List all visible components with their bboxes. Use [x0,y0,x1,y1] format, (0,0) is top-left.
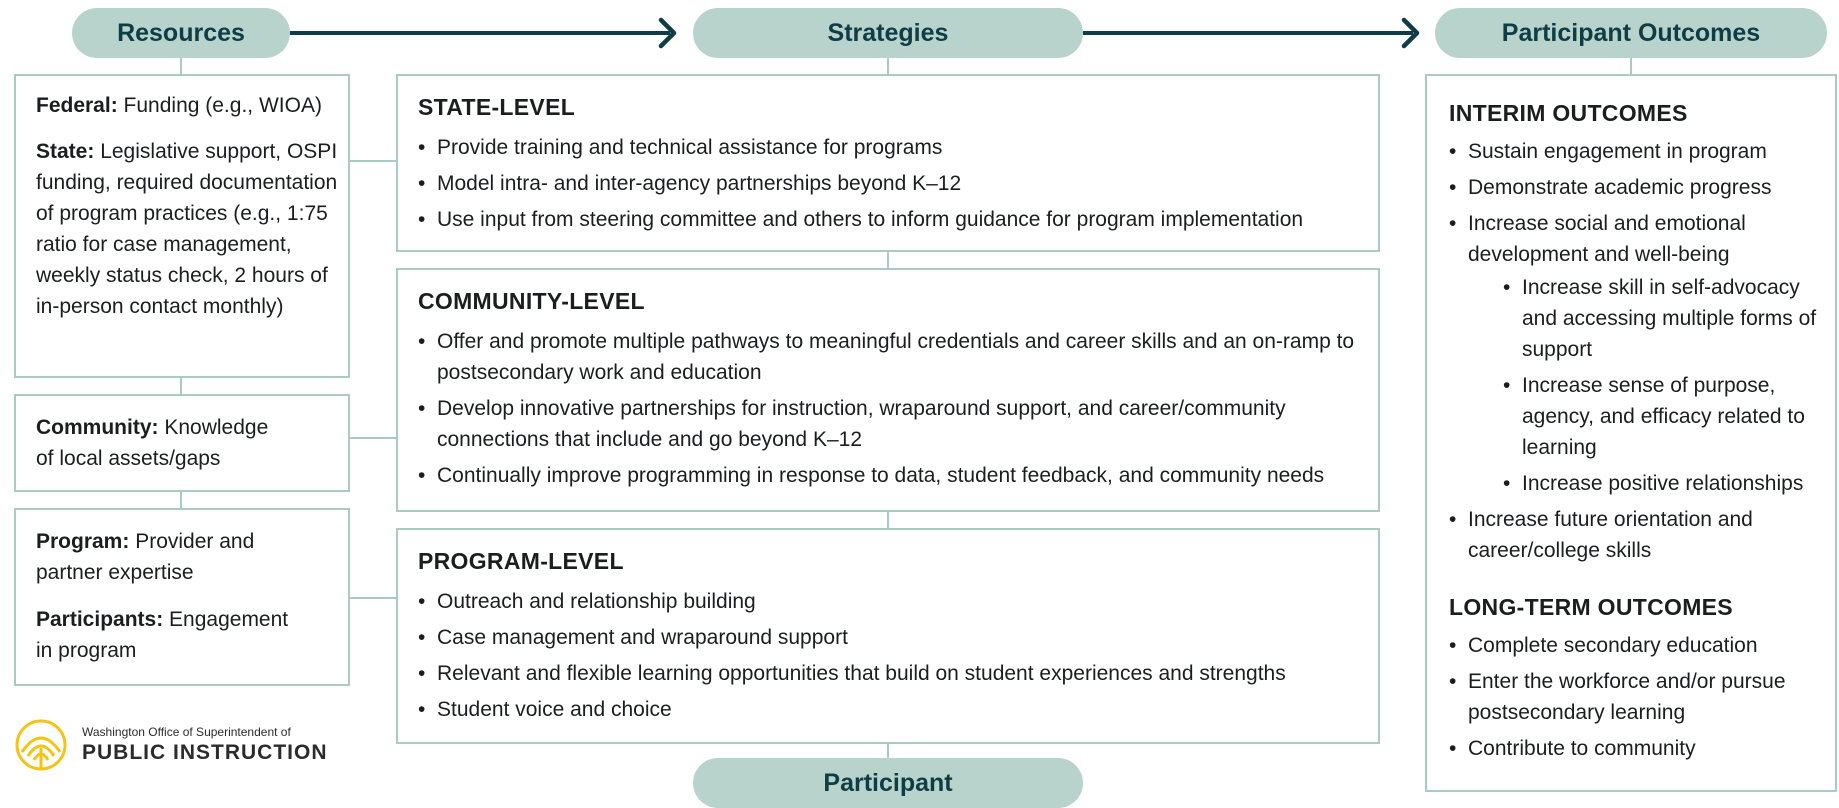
sub-list-item: Increase sense of purpose, agency, and e… [1503,370,1823,463]
strategy-community-title: COMMUNITY-LEVEL [418,288,645,314]
arrowhead-right-icon [658,17,677,49]
list-item: Relevant and flexible learning opportuni… [418,658,1364,689]
ospi-logo: Washington Office of Superintendent of P… [14,718,328,772]
resource-program-text: Provider and partner expertise [36,530,255,584]
resource-federal: Federal: Funding (e.g., WIOA) [36,90,340,121]
strategy-state-title: STATE-LEVEL [418,94,576,120]
arrowhead-right-icon [1401,17,1420,49]
list-item-text: Increase social and emotional developmen… [1468,212,1746,266]
logo-text: Washington Office of Superintendent of P… [82,725,328,765]
interim-outcomes-list: Sustain engagement in program Demonstrat… [1449,136,1823,571]
resource-community: Community: Knowledge of local assets/gap… [36,412,288,474]
connector [350,437,396,439]
connector [1630,58,1632,74]
list-item: Contribute to community [1449,733,1823,764]
longterm-outcomes-list: Complete secondary education Enter the w… [1449,630,1823,769]
list-item: Increase social and emotional developmen… [1449,208,1823,499]
footer-participant: Participant [693,758,1083,808]
list-item: Student voice and choice [418,694,1364,725]
sub-list-item: Increase positive relationships [1503,468,1823,499]
header-outcomes-label: Participant Outcomes [1501,18,1761,47]
resource-state: State: Legislative support, OSPI funding… [36,136,340,322]
strategy-box-program: PROGRAM-LEVEL Outreach and relationship … [396,528,1380,744]
list-item: Continually improve programming in respo… [418,460,1364,491]
connector [350,160,396,162]
ospi-seal-icon [15,719,67,771]
resource-participants-label: Participants: [36,608,164,631]
list-item: Provide training and technical assistanc… [418,132,1364,163]
connector [180,378,182,394]
sub-list-item: Increase skill in self-advocacy and acce… [1503,272,1823,365]
strategy-box-community: COMMUNITY-LEVEL Offer and promote multip… [396,268,1380,512]
list-item: Complete secondary education [1449,630,1823,661]
outcomes-box: INTERIM OUTCOMES Sustain engagement in p… [1425,74,1837,792]
strategy-community-list: Offer and promote multiple pathways to m… [418,326,1364,496]
strategy-state-list: Provide training and technical assistanc… [418,132,1364,240]
header-resources-label: Resources [117,18,245,47]
list-item: Outreach and relationship building [418,586,1364,617]
list-item: Offer and promote multiple pathways to m… [418,326,1364,388]
list-item: Case management and wraparound support [418,622,1364,653]
resource-federal-text: Funding (e.g., WIOA) [117,94,322,117]
header-strategies: Strategies [693,8,1083,58]
footer-participant-label: Participant [823,768,953,797]
resource-community-text: Knowledge of local assets/gaps [36,416,269,470]
logo-line2: PUBLIC INSTRUCTION [82,741,328,764]
connector [180,492,182,508]
header-strategies-label: Strategies [827,18,949,47]
list-item: Enter the workforce and/or pursue postse… [1449,666,1823,728]
arrow-resources-to-strategies [290,31,670,35]
resource-federal-label: Federal: [36,94,118,117]
resource-program: Program: Provider and partner expertise [36,526,288,588]
list-item: Use input from steering committee and ot… [418,204,1364,235]
list-item: Develop innovative partnerships for inst… [418,393,1364,455]
resource-state-text: Legislative support, OSPI funding, requi… [36,140,338,318]
interim-outcomes-title: INTERIM OUTCOMES [1449,100,1688,126]
resource-community-label: Community: [36,416,159,439]
connector [180,58,182,74]
connector [887,512,889,528]
resource-participants-text: Engagement in program [36,608,289,662]
resources-box-program: Program: Provider and partner expertise … [14,508,350,686]
connector [887,744,889,760]
strategy-program-title: PROGRAM-LEVEL [418,548,624,574]
list-item: Increase future orientation and career/c… [1449,504,1823,566]
list-item: Model intra- and inter-agency partnershi… [418,168,1364,199]
longterm-outcomes-title: LONG-TERM OUTCOMES [1449,594,1733,620]
interim-sub-list: Increase skill in self-advocacy and acce… [1468,272,1823,499]
logo-line1: Washington Office of Superintendent of [82,725,291,739]
resources-box-federal-state: Federal: Funding (e.g., WIOA) State: Leg… [14,74,350,378]
header-outcomes: Participant Outcomes [1435,8,1827,58]
connector [887,58,889,74]
list-item: Demonstrate academic progress [1449,172,1823,203]
connector [887,252,889,268]
arrow-strategies-to-outcomes [1083,31,1413,35]
resource-state-label: State: [36,140,95,163]
resource-participants: Participants: Engagement in program [36,604,308,666]
header-resources: Resources [72,8,290,58]
strategy-box-state: STATE-LEVEL Provide training and technic… [396,74,1380,252]
connector [350,597,396,599]
resources-box-community: Community: Knowledge of local assets/gap… [14,394,350,492]
list-item: Sustain engagement in program [1449,136,1823,167]
resource-program-label: Program: [36,530,130,553]
strategy-program-list: Outreach and relationship building Case … [418,586,1364,730]
